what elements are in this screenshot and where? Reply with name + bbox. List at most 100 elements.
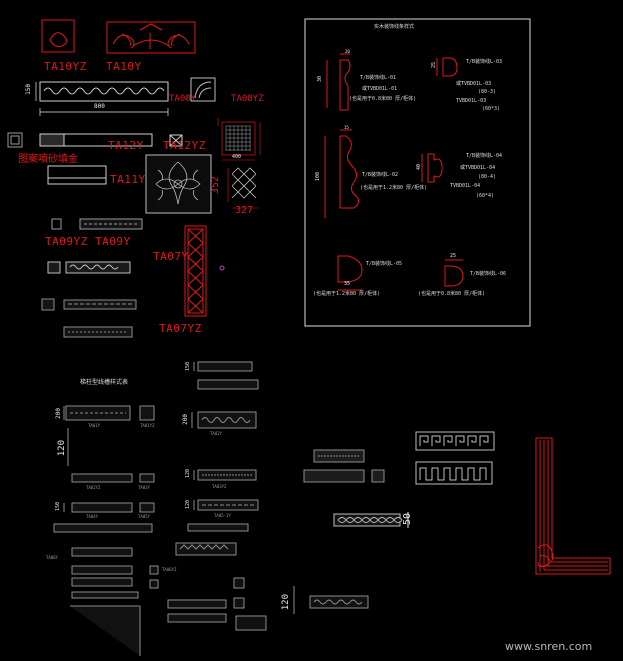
lower-dim-200b: 200: [182, 414, 189, 425]
profile-panel-title: 实木装饰线条样式: [374, 24, 415, 30]
red-l-corner-molding: [535, 437, 611, 575]
ta12yz-tile: [169, 134, 183, 147]
label-ta10yz: TA10YZ: [44, 60, 87, 73]
lower-dim-120d: 120: [281, 594, 291, 611]
caption-l04-size1: (80-4): [478, 174, 497, 180]
caption-l03-size2: (60*3): [482, 106, 501, 112]
label-ta12y: TA12Y: [108, 139, 144, 152]
ta08yz-grid-fill: [225, 125, 251, 151]
profile-l01: [326, 53, 351, 111]
ta12y-strip: [39, 133, 153, 147]
caption-l03-alt: 或TVBD01L-03: [456, 81, 492, 87]
caption-l05-note: (也是用于1.2米80 厚/柜体): [313, 291, 381, 297]
label-ta09yz: TA09YZ: [45, 235, 88, 248]
caption-ta04y: TA04Y: [86, 514, 99, 519]
ta09y-strip: [79, 218, 143, 230]
profile-dim-20: 20: [345, 49, 350, 54]
label-ta08yz: TA08YZ: [231, 94, 264, 104]
lower-dim-120a: 120: [57, 440, 67, 457]
caption-l02: T/B装饰线L-02: [362, 172, 399, 178]
watermark: www.snren.com: [505, 640, 593, 653]
profile-dim-15: 15: [344, 125, 349, 130]
caption-l03: T/B装饰线L-03: [466, 59, 503, 65]
label-sandblast-note: 图案喷砂填金: [18, 154, 78, 165]
caption-l06: T/B装饰线L-06: [470, 271, 507, 277]
profile-l03: [436, 57, 458, 77]
caption-ta03y: TA03Y: [138, 485, 151, 490]
profile-l06: [444, 259, 464, 287]
caption-ta01y: TA01Y: [88, 423, 101, 428]
small-grey-tile: [7, 132, 23, 148]
ta09yz-tile: [51, 218, 62, 230]
caption-l03-code: TVBD01L-03: [456, 98, 487, 104]
caption-l06-note: (也是用于0.8米80 厚/柜体): [418, 291, 486, 297]
lower-strips: [53, 361, 369, 656]
caption-ta06y: TA06Y: [46, 555, 59, 560]
lower-section-title: 梯柱型线槽样式表: [80, 379, 129, 386]
label-ta12yz: TA12YZ: [163, 139, 206, 152]
dim-800-line: [39, 108, 169, 116]
caption-l01-alt: 或TVBD01L-01: [362, 86, 398, 92]
profile-dim-25a: 25: [431, 62, 437, 69]
caption-l04-size2: (60*4): [476, 193, 495, 199]
dim-800: 800: [94, 103, 105, 110]
profile-dim-100: 100: [315, 172, 321, 182]
caption-l01-note: (也是用于0.8米80 厚/柜体): [349, 96, 417, 102]
caption-ta02yz: TA02YZ: [86, 485, 101, 490]
diamond-lattice: [231, 167, 257, 199]
ta10y-ornament-band: [106, 21, 196, 54]
profile-dim-35: 35: [344, 281, 351, 287]
ta08y-border-strip: [39, 81, 169, 102]
lower-dim-150b: 150: [55, 502, 61, 512]
lower-dim-lines: [63, 362, 295, 614]
lower-dim-120c: 120: [185, 500, 191, 510]
caption-l05: T/B装饰线L-05: [366, 261, 403, 267]
lattice-dims: [227, 168, 258, 209]
ta09-patterned-strip: [47, 261, 131, 274]
caption-ta05-1y: TA05-1Y: [214, 513, 231, 518]
lower-dim-50: 50: [402, 513, 413, 526]
caption-ta03yz: TA03YZ: [212, 484, 227, 489]
purple-marker: [219, 265, 225, 271]
profile-dim-40: 40: [416, 164, 422, 171]
ta11y-strip: [47, 165, 107, 185]
profile-l04: [421, 153, 443, 183]
label-ta10y: TA10Y: [106, 60, 142, 73]
profile-panel-frame: [304, 18, 531, 327]
label-ta09y: TA09Y: [95, 235, 131, 248]
profile-l05: [337, 255, 363, 291]
ta07y-lattice-column: [184, 225, 207, 317]
ta08yz-dims: [217, 118, 261, 161]
middle-strips: [303, 449, 385, 483]
dim-327: 327: [235, 205, 254, 216]
caption-l01: T/B装饰线L-01: [360, 75, 397, 81]
caption-l04-alt: 或TVBD01L-04: [460, 165, 496, 171]
label-ta11y: TA11Y: [110, 173, 146, 186]
ta10yz-ornament-tile: [41, 19, 75, 53]
caption-ta06yz: TA06YZ: [162, 567, 177, 572]
greek-key-band-2: [415, 461, 493, 485]
chain-strip: [333, 512, 409, 528]
dim-352: 352: [210, 176, 221, 195]
lower-dim-120b: 120: [185, 469, 191, 479]
small-strips: [41, 298, 137, 338]
profile-dim-30: 30: [317, 76, 323, 83]
greek-key-band-1: [415, 431, 495, 451]
caption-l04: T/B装饰线L-04: [466, 153, 503, 159]
label-ta07yz: TA07YZ: [159, 322, 202, 335]
profile-l02: [324, 129, 360, 218]
dim-150: 150: [25, 84, 32, 95]
profile-dim-25b: 25: [450, 253, 457, 259]
lower-dim-150a: 150: [185, 362, 191, 372]
caption-ta05y: TA05Y: [138, 514, 151, 519]
ta08yz-grid-tile: [221, 121, 256, 156]
damask-ornament: [155, 161, 201, 205]
ta08y-corner-tile: [190, 77, 216, 102]
lower-dim-200a: 200: [55, 408, 62, 419]
label-ta07y: TA07Y: [153, 250, 189, 263]
label-ta08y: TA08Y: [169, 94, 197, 104]
caption-ta01yz: TA01YZ: [140, 423, 155, 428]
caption-l04-code: TVBD01L-04: [450, 183, 481, 189]
dim-400: 400: [232, 154, 242, 160]
